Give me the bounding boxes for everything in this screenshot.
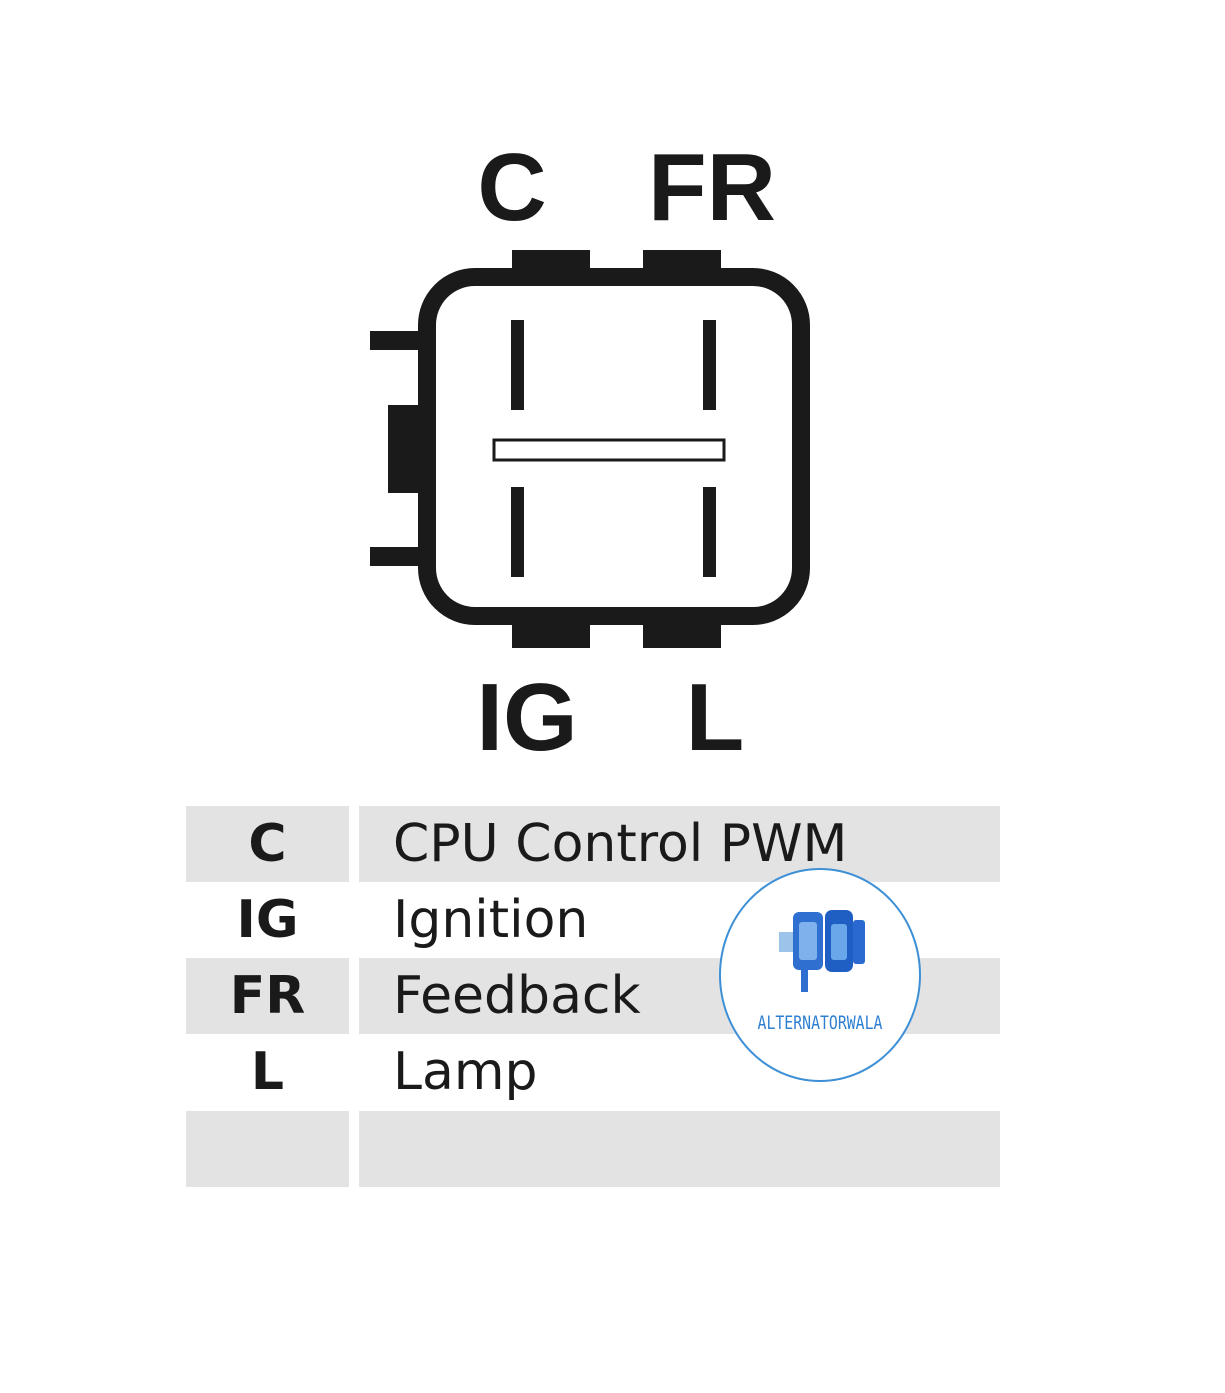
pin-code: L — [250, 1042, 285, 1102]
pin-code: IG — [236, 890, 299, 950]
watermark-text: ALTERNATORWALA — [757, 1012, 883, 1034]
pin-meaning: Ignition — [393, 890, 589, 950]
table-row: IG Ignition — [186, 882, 1000, 958]
connector-key-slot — [492, 438, 726, 462]
pin-label-l: L — [686, 664, 745, 760]
pin-label-c: C — [477, 134, 546, 241]
table-row: C CPU Control PWM — [186, 806, 1000, 882]
table-row: L Lamp — [186, 1034, 1000, 1110]
connector-diagram: C FR IG L — [370, 134, 810, 760]
table-row — [186, 1111, 1000, 1187]
pin-code — [186, 1111, 349, 1187]
pin-meaning: CPU Control PWM — [359, 806, 1000, 882]
pin-meaning — [359, 1111, 1000, 1187]
pin-code: C — [186, 806, 349, 882]
alternator-icon — [779, 910, 865, 992]
connector-body — [418, 268, 810, 625]
pin-meaning: Lamp — [393, 1042, 538, 1102]
pin-label-ig: IG — [476, 664, 577, 760]
pin-code: FR — [186, 958, 349, 1034]
pin-label-fr: FR — [648, 134, 776, 241]
watermark-logo: ALTERNATORWALA — [719, 868, 921, 1082]
